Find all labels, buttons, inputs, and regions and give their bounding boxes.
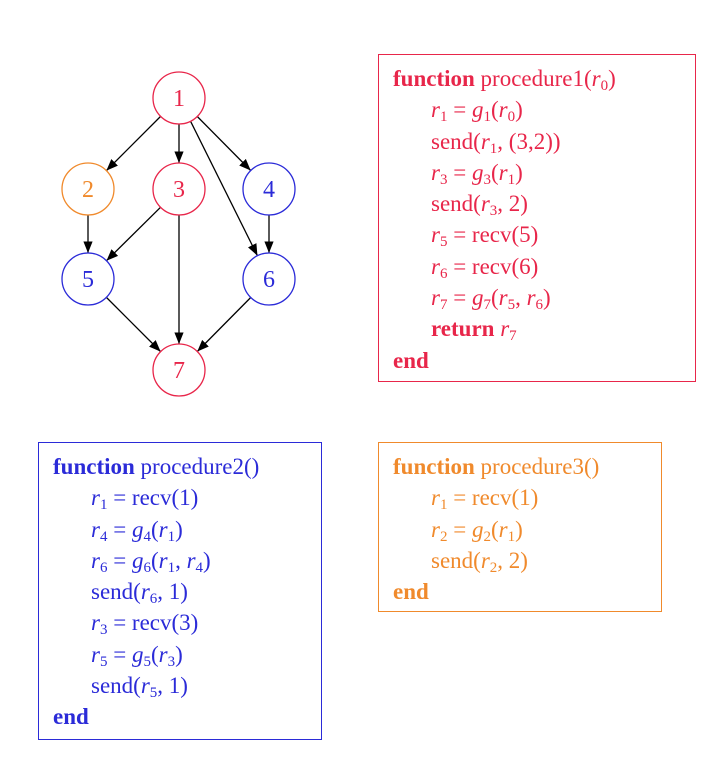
procedure3-box: function procedure3() r1 = recv(1) r2 = … (378, 442, 662, 612)
proc1-line-4: send(r3, 2) (431, 191, 528, 220)
proc3-header: function procedure3() (393, 454, 600, 479)
proc3-line-3: send(r2, 2) (431, 547, 528, 576)
node-3: 3 (152, 162, 206, 216)
node-3-label: 3 (173, 177, 185, 203)
node-3-circle (152, 162, 206, 216)
node-6-label: 6 (263, 267, 275, 293)
node-7-circle (152, 343, 206, 397)
node-4-label: 4 (263, 177, 275, 203)
proc2-line-5: r3 = recv(3) (91, 610, 199, 639)
procedure1-box: function procedure1(r0) r1 = g1(r0) send… (378, 54, 696, 382)
proc3-end: end (393, 579, 429, 605)
node-7: 7 (152, 343, 206, 397)
proc1-line-3: r3 = g3(r1) (431, 159, 523, 188)
proc2-line-6: r5 = g5(r3) (91, 641, 183, 670)
node-5-circle (61, 252, 115, 306)
node-5: 5 (61, 252, 115, 306)
procedure2-box: function procedure2() r1 = recv(1) r4 = … (38, 442, 322, 740)
proc2-line-7: send(r5, 1) (91, 673, 188, 702)
proc1-line-1: r1 = g1(r0) (431, 97, 523, 126)
node-6-circle (242, 252, 296, 306)
edge-1-6 (189, 120, 259, 257)
edge-5-7 (105, 296, 162, 353)
node-2: 2 (61, 162, 115, 216)
node-7-label: 7 (173, 358, 185, 384)
node-2-label: 2 (82, 177, 94, 203)
node-4-circle (242, 162, 296, 216)
proc2-line-4: send(r6, 1) (91, 579, 188, 608)
edge-1-4 (196, 116, 252, 171)
proc1-line-7: r7 = g7(r5, r6) (431, 285, 551, 314)
proc1-header: function procedure1(r0) (393, 66, 616, 94)
node-2-circle (61, 162, 115, 216)
proc2-end: end (53, 704, 89, 730)
node-1-circle (152, 71, 206, 125)
proc2-line-2: r4 = g4(r1) (91, 516, 183, 545)
proc2-line-1: r1 = recv(1) (91, 485, 199, 514)
node-1: 1 (152, 71, 206, 125)
proc1-line-2: send(r1, (3,2)) (431, 128, 561, 157)
proc1-line-5: r5 = recv(5) (431, 222, 539, 251)
node-1-label: 1 (173, 86, 185, 112)
proc3-line-2: r2 = g2(r1) (431, 516, 523, 545)
proc2-header: function procedure2() (53, 454, 260, 479)
node-5-label: 5 (82, 267, 94, 293)
task-graph: 1 2 3 4 5 6 7 (61, 71, 296, 397)
proc1-end: end (393, 347, 429, 373)
proc1-line-6: r6 = recv(6) (431, 253, 539, 282)
edge-6-7 (196, 297, 252, 352)
node-4: 4 (242, 162, 296, 216)
proc1-return: return r7 (431, 316, 517, 345)
proc3-line-1: r1 = recv(1) (431, 485, 539, 514)
edge-3-5 (106, 206, 161, 262)
node-6: 6 (242, 252, 296, 306)
proc2-line-3: r6 = g6(r1, r4) (91, 547, 211, 576)
edge-1-2 (105, 115, 162, 172)
